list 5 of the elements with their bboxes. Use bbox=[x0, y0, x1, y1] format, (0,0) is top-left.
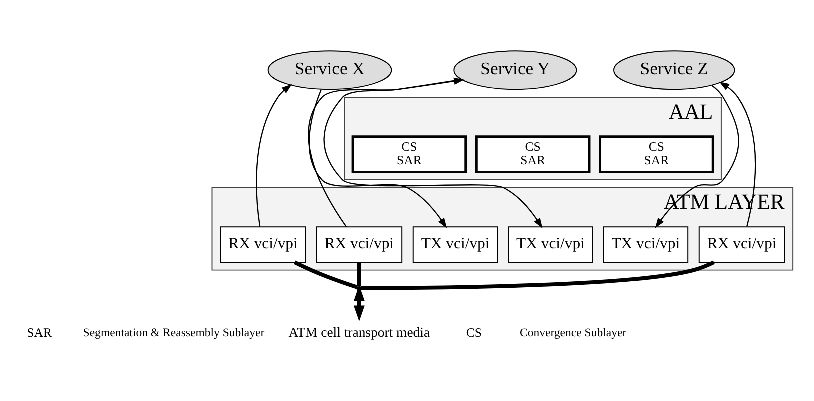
node-text: ATM cell transport media bbox=[288, 324, 430, 340]
label: CS bbox=[466, 325, 482, 340]
label: Segmentation & Reassembly Sublayer bbox=[83, 326, 265, 339]
label: SAR bbox=[27, 325, 52, 340]
label: Convergence Sublayer bbox=[520, 326, 627, 339]
